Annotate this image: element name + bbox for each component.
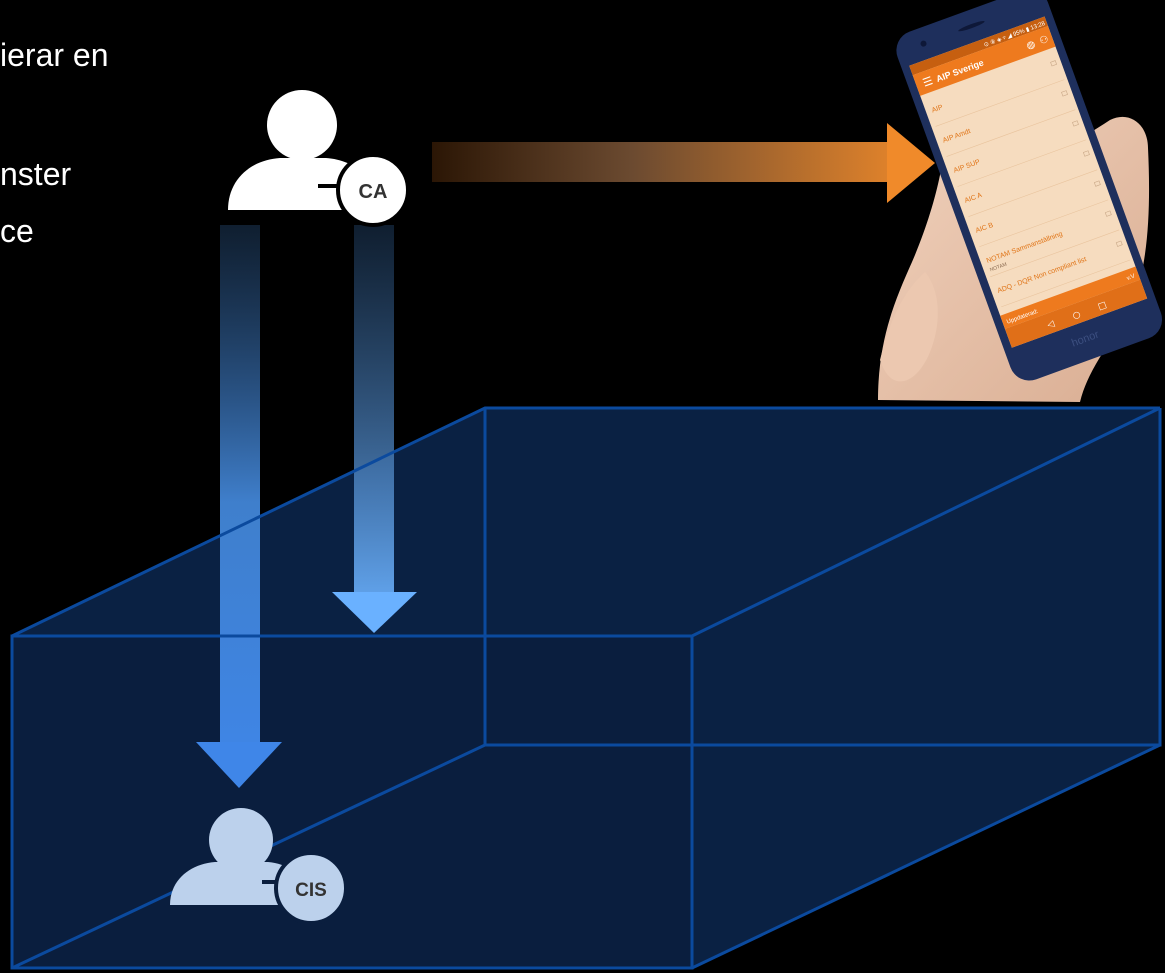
menu-item-sub: NOTAM — [989, 262, 1008, 274]
menu-divider — [1001, 259, 1131, 308]
slide-text-line-2: nster — [0, 156, 72, 192]
nav-home-icon[interactable]: ○ — [1071, 310, 1082, 322]
folder-icon — [1072, 120, 1079, 127]
arrow-right-orange — [432, 123, 935, 203]
arrow-down-left — [196, 225, 282, 788]
menu-divider — [979, 199, 1109, 248]
phone-speaker — [958, 21, 985, 32]
menu-item-label: AIP — [931, 104, 944, 115]
phone-camera — [920, 40, 927, 47]
phone-footer — [1000, 266, 1141, 329]
box-edges — [10, 406, 1162, 970]
arrow-down-right — [332, 225, 417, 633]
folder-icon — [1093, 180, 1101, 187]
folder-icon — [1050, 60, 1058, 67]
ca-person-head-icon — [267, 90, 337, 160]
cis-badge-label: CIS — [295, 880, 327, 901]
phone-app-bar — [912, 25, 1056, 96]
folder-icon — [1061, 90, 1068, 97]
phone-status-bar — [909, 16, 1048, 76]
thumb — [880, 272, 938, 382]
menu-divider — [968, 169, 1098, 217]
phone-footer-right: v.V — [1126, 274, 1136, 282]
box-top-face — [12, 408, 1160, 636]
phone-user-icon[interactable]: ⚇ — [1038, 34, 1050, 47]
folder-icon — [1115, 240, 1123, 247]
nav-recents-icon[interactable]: □ — [1097, 300, 1108, 312]
menu-divider — [946, 109, 1076, 157]
menu-divider — [990, 229, 1120, 278]
folder-icon — [1083, 150, 1090, 157]
folder-icon — [1104, 210, 1112, 217]
cis-badge — [274, 851, 348, 925]
cis-person: CIS — [170, 808, 348, 925]
phone-nav-bar — [1005, 279, 1148, 348]
ca-badge — [336, 153, 410, 227]
slide-text-line-1: ierar en — [0, 37, 109, 73]
box-right-face — [692, 408, 1160, 968]
phone-screen — [909, 16, 1148, 348]
menu-divider — [957, 139, 1087, 187]
ca-badge-label: CA — [359, 181, 388, 203]
phone-menu-item[interactable]: AIP — [928, 60, 1065, 127]
nav-back-icon[interactable]: ◁ — [1046, 319, 1056, 331]
ca-person: CA — [228, 90, 410, 227]
box-front-face — [12, 636, 692, 968]
phone-in-hand: ⊙ ⑧ ◈ ▿ ◢ 95% ▮ 13:28 ☰ AIP Sverige ◍ ⚇ … — [878, 0, 1163, 403]
cis-person-head-icon — [209, 808, 273, 872]
phone-menu-icon[interactable]: ☰ — [921, 74, 935, 90]
phone-globe-icon[interactable]: ◍ — [1025, 39, 1037, 52]
slide-text-line-3: ce — [0, 213, 34, 249]
menu-divider — [935, 79, 1065, 127]
